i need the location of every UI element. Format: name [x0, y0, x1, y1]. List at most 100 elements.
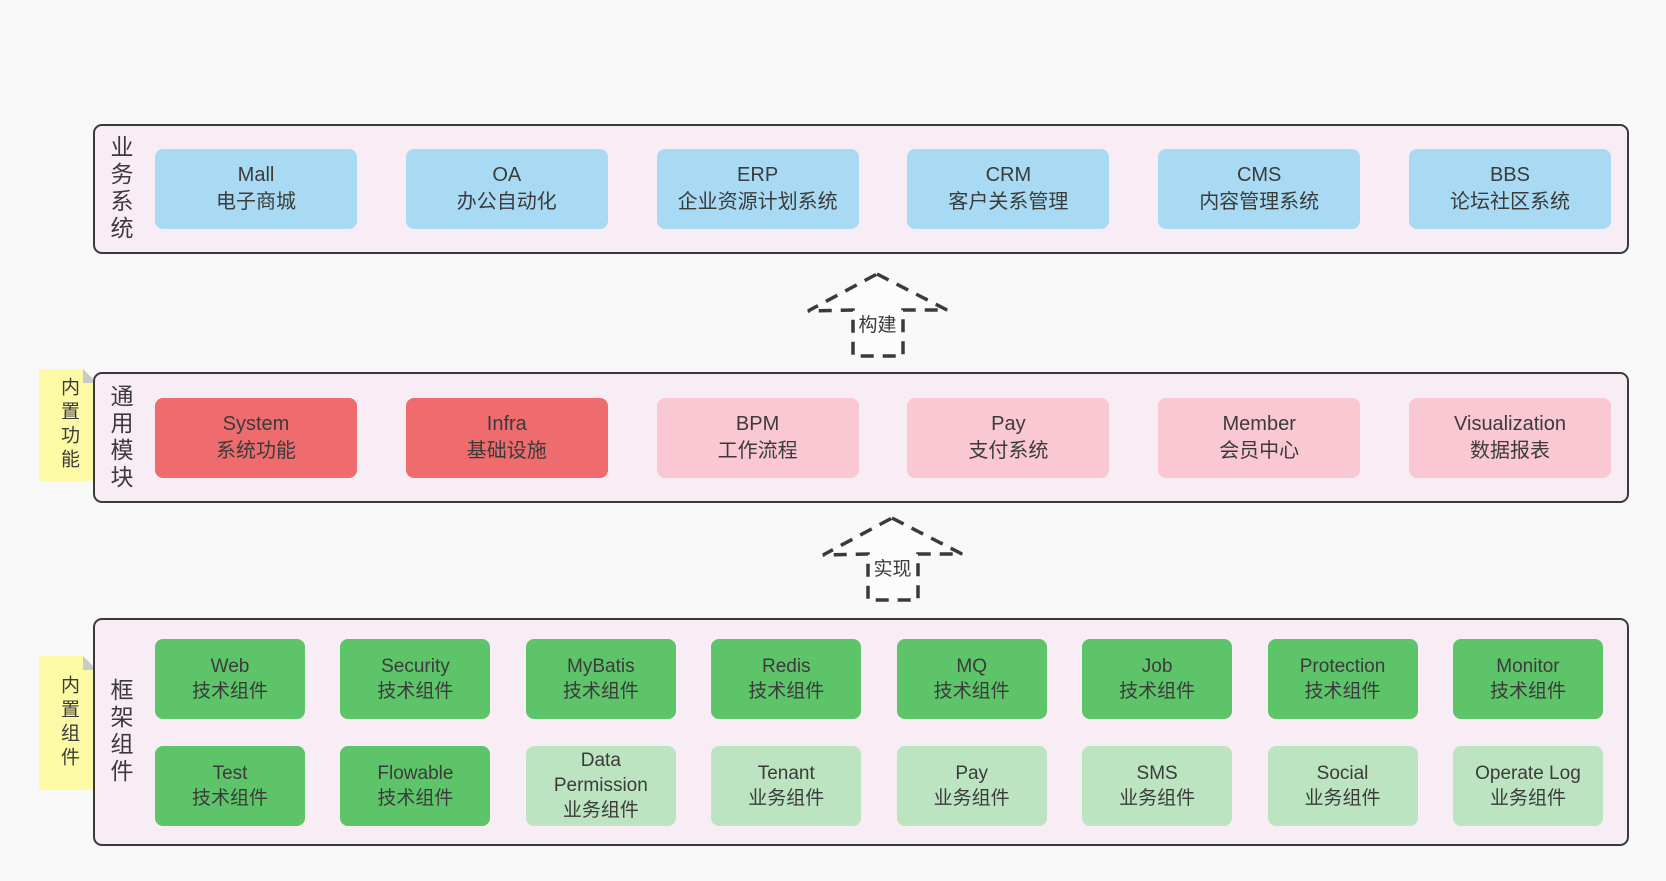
module-name: Mall: [237, 164, 275, 186]
module-box-security: Security 技术组件: [340, 638, 491, 719]
module-name: Protection: [1299, 655, 1386, 677]
module-name: SMS: [1136, 762, 1178, 784]
module-box-bpm: BPM 工作流程: [656, 397, 859, 478]
module-name: BPM: [735, 412, 780, 435]
module-box-pay: Pay 业务组件: [896, 745, 1047, 826]
module-desc: 电子商城: [216, 191, 296, 213]
arrow-build: 构建: [806, 272, 949, 358]
module-name: Data Permission: [553, 750, 648, 796]
module-box-data-permission: Data Permission 业务组件: [525, 745, 676, 826]
module-desc: 基础设施: [466, 439, 547, 462]
module-name: Member: [1222, 412, 1296, 435]
layer-title: 通用模块: [107, 383, 133, 492]
module-desc: 企业资源计划系统: [677, 191, 838, 213]
module-row: System 系统功能 Infra 基础设施 BPM 工作流程 Pay 支付系统 Member 会…: [155, 397, 1611, 478]
layer-boxes-area: System 系统功能 Infra 基础设施 BPM 工作流程 Pay 支付系统 Member 会…: [155, 374, 1611, 501]
arrow-label: 构建: [858, 315, 897, 336]
up-arrow-icon: [807, 272, 948, 358]
module-desc: 业务组件: [748, 787, 825, 809]
module-box-social: Social 业务组件: [1267, 745, 1418, 826]
sticky-note-builtin-components: 内置组件: [39, 656, 97, 790]
module-box-operate-log: Operate Log 业务组件: [1452, 745, 1603, 826]
module-name: Social: [1316, 762, 1369, 784]
layer-common-modules: 通用模块 System 系统功能 Infra 基础设施 BPM 工作流程 Pay 支付系统 Me…: [93, 372, 1629, 503]
module-name: Test: [212, 762, 248, 784]
module-desc: 会员中心: [1219, 439, 1300, 462]
module-desc: 技术组件: [377, 680, 454, 702]
module-name: Security: [381, 655, 450, 677]
module-box-mall: Mall 电子商城: [155, 149, 357, 229]
module-name: MQ: [956, 655, 987, 677]
module-name: Pay: [991, 412, 1026, 435]
up-arrow-icon: [822, 516, 963, 602]
module-desc: 工作流程: [717, 439, 798, 462]
sticky-note-builtin-functions: 内置功能: [39, 369, 97, 481]
module-desc: 技术组件: [1119, 680, 1196, 702]
module-box-flowable: Flowable 技术组件: [340, 745, 491, 826]
module-desc: 支付系统: [968, 439, 1049, 462]
module-desc: 业务组件: [1119, 787, 1196, 809]
module-box-pay: Pay 支付系统: [907, 397, 1110, 478]
module-box-infra: Infra 基础设施: [405, 397, 608, 478]
module-desc: 技术组件: [748, 680, 825, 702]
module-desc: 内容管理系统: [1199, 191, 1320, 213]
module-name: Pay: [955, 762, 989, 784]
module-name: Monitor: [1496, 655, 1560, 677]
arrow-label: 实现: [873, 559, 912, 580]
module-name: Infra: [486, 412, 527, 435]
layer-title: 框架组件: [107, 678, 133, 786]
module-box-cms: CMS 内容管理系统: [1158, 149, 1361, 229]
module-desc: 系统功能: [216, 439, 296, 462]
module-desc: 业务组件: [933, 787, 1010, 809]
module-name: CRM: [985, 164, 1032, 186]
module-desc: 技术组件: [191, 680, 268, 702]
module-desc: 论坛社区系统: [1449, 191, 1570, 213]
module-name: Job: [1141, 655, 1173, 677]
module-name: ERP: [737, 164, 779, 186]
module-box-tenant: Tenant 业务组件: [711, 745, 862, 826]
module-box-system: System 系统功能: [155, 397, 357, 478]
module-name: System: [222, 412, 290, 435]
module-desc: 业务组件: [1489, 787, 1566, 809]
module-name: Tenant: [757, 762, 815, 784]
module-name: BBS: [1489, 164, 1530, 186]
module-desc: 技术组件: [377, 787, 454, 809]
arrow-implement: 实现: [821, 516, 964, 602]
module-box-mybatis: MyBatis 技术组件: [525, 638, 676, 719]
module-desc: 业务组件: [562, 800, 639, 821]
module-name: OA: [492, 164, 522, 186]
module-desc: 技术组件: [562, 680, 639, 702]
sticky-note-label: 内置组件: [58, 675, 79, 771]
layer-title: 业务系统: [107, 135, 133, 243]
sticky-note-label: 内置功能: [58, 377, 79, 473]
module-name: MyBatis: [567, 655, 635, 677]
module-box-job: Job 技术组件: [1082, 638, 1233, 719]
module-name: Visualization: [1454, 412, 1566, 435]
module-desc: 数据报表: [1469, 439, 1550, 462]
module-desc: 客户关系管理: [948, 191, 1069, 213]
module-box-sms: SMS 业务组件: [1082, 745, 1233, 826]
module-box-crm: CRM 客户关系管理: [907, 149, 1110, 229]
module-box-member: Member 会员中心: [1158, 397, 1361, 478]
module-desc: 业务组件: [1304, 787, 1381, 809]
module-name: Operate Log: [1475, 762, 1581, 784]
module-box-visualization: Visualization 数据报表: [1408, 397, 1611, 478]
module-box-erp: ERP 企业资源计划系统: [656, 149, 859, 229]
module-name: Flowable: [377, 762, 454, 784]
module-name: CMS: [1236, 164, 1282, 186]
